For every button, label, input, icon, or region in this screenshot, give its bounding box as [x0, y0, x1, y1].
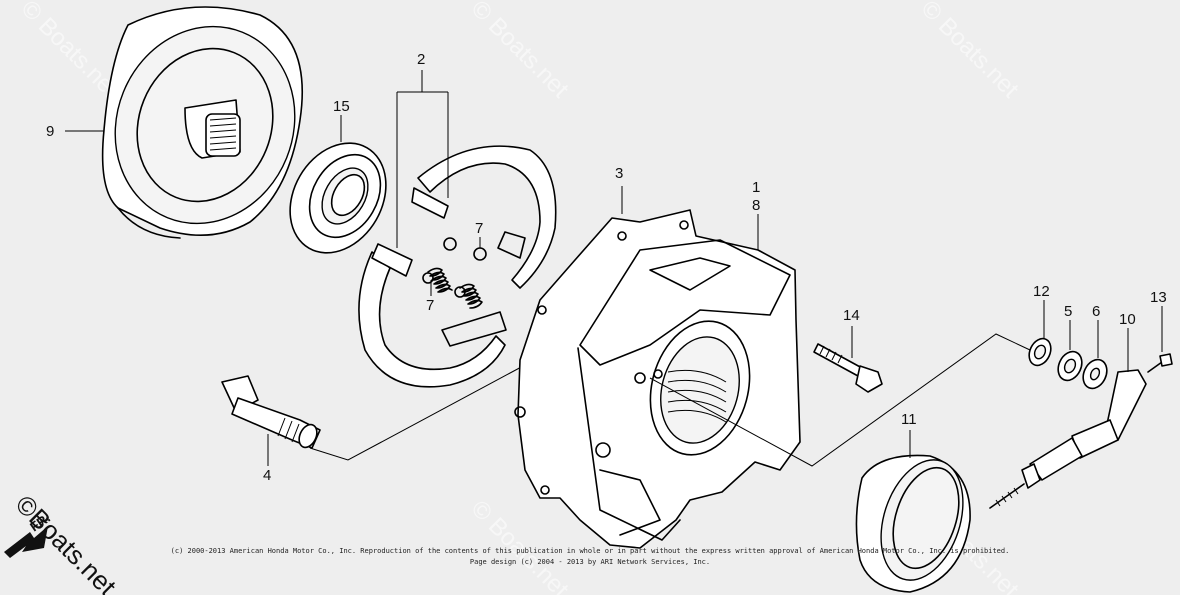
- callout-6: 6: [1092, 303, 1100, 320]
- spring-left: [422, 237, 457, 293]
- watermark: © Boats.net: [466, 0, 574, 103]
- brake-drum: [101, 6, 304, 239]
- callout-14: 14: [843, 307, 860, 324]
- brake-cam: [221, 375, 321, 449]
- callout-1: 1: [752, 179, 760, 196]
- spring-right: [454, 247, 487, 309]
- callout-2: 2: [417, 51, 425, 68]
- watermark: © Boats.net: [916, 0, 1024, 103]
- brake-arm: [989, 369, 1147, 509]
- callout-12: 12: [1033, 283, 1050, 300]
- watermark: © Boats.net: [16, 0, 124, 103]
- callout-10: 10: [1119, 311, 1136, 328]
- pinch-bolt: [1147, 353, 1173, 373]
- watermark: © Boats.net: [466, 495, 574, 595]
- copyright-line-1: (c) 2000-2013 American Honda Motor Co., …: [171, 547, 1010, 555]
- washer-12: [1028, 337, 1052, 367]
- callout-7b: 7: [475, 220, 483, 237]
- callout-11: 11: [901, 411, 917, 428]
- copyright-line-2: Page design (c) 2004 - 2013 by ARI Netwo…: [470, 558, 710, 566]
- callout-5: 5: [1064, 303, 1072, 320]
- brake-shoe-upper: [411, 145, 557, 289]
- washer-6: [1082, 358, 1108, 390]
- bearing: [289, 142, 387, 254]
- dust-seal: [855, 454, 971, 593]
- brake-shoe-lower: [358, 243, 507, 388]
- callout-7a: 7: [426, 297, 434, 314]
- callout-3: 3: [615, 165, 623, 182]
- callout-9: 9: [46, 123, 54, 140]
- callout-4: 4: [263, 467, 271, 484]
- bolt: [813, 343, 883, 393]
- callout-8: 8: [752, 197, 760, 214]
- brake-panel: [514, 209, 801, 549]
- callout-13: 13: [1150, 289, 1167, 306]
- callout-15: 15: [333, 98, 350, 115]
- washer-5: [1057, 350, 1083, 382]
